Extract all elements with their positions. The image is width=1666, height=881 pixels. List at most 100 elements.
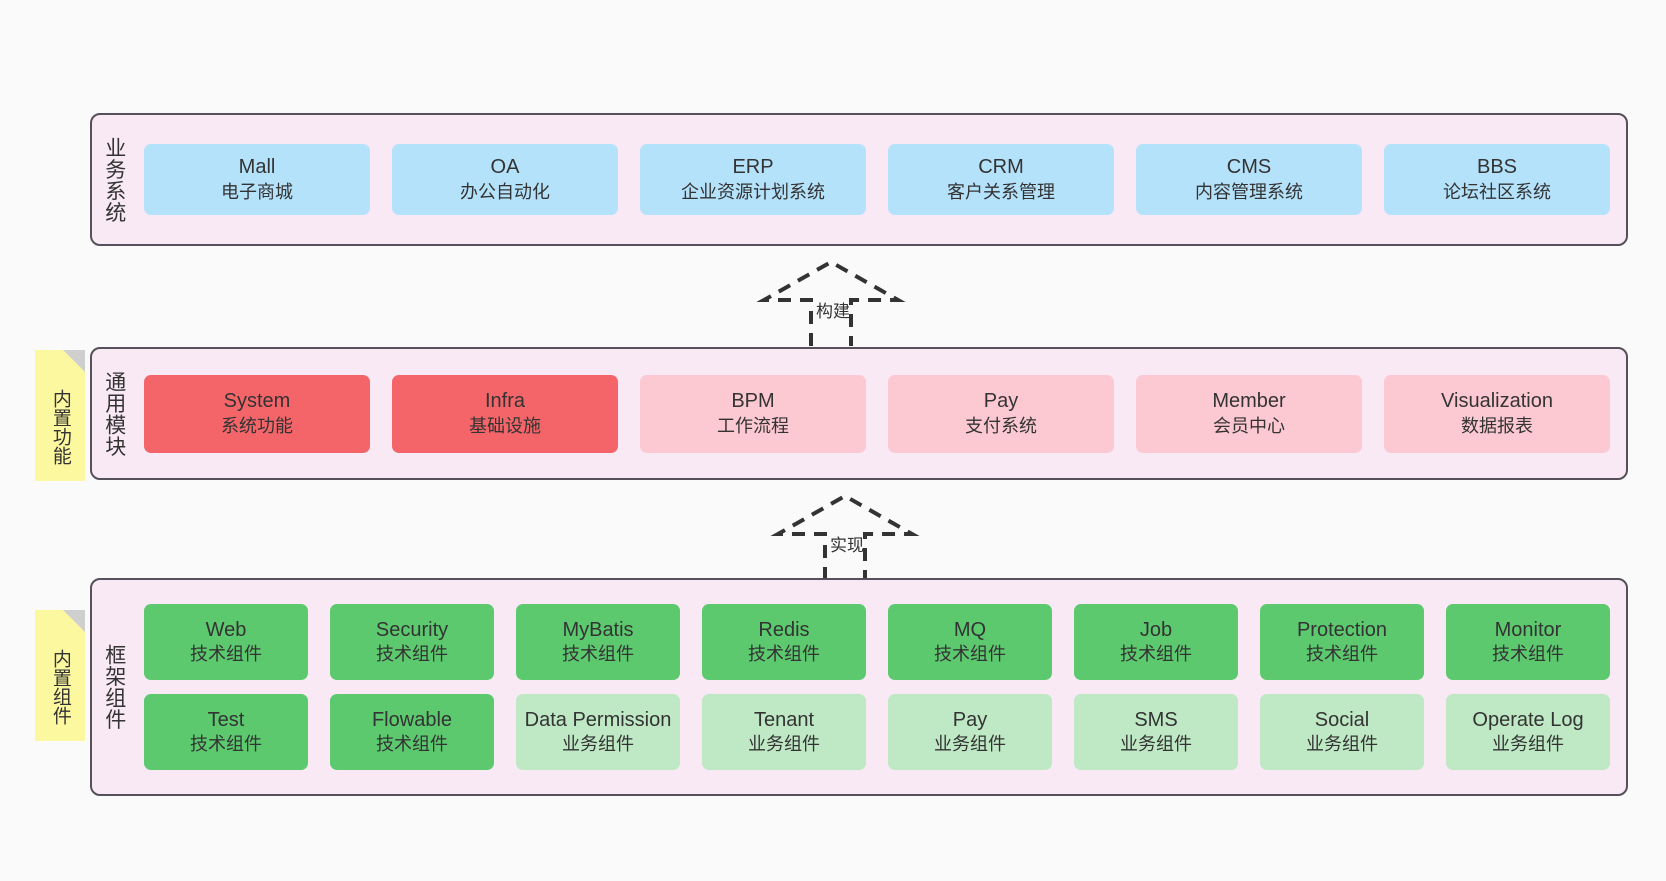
card-title-cn: 技术组件 [934, 644, 1006, 665]
card-title-en: Pay [983, 390, 1019, 413]
card-title-cn: 电子商城 [221, 181, 293, 202]
card-job[interactable]: Job 技术组件 [1074, 604, 1238, 680]
card-title-cn: 业务组件 [1120, 734, 1192, 755]
card-title-en: OA [490, 156, 520, 179]
card-operate-log[interactable]: Operate Log 业务组件 [1446, 694, 1610, 770]
card-title-en: Pay [952, 708, 988, 731]
card-title-cn: 技术组件 [376, 644, 448, 665]
card-title-en: CRM [978, 156, 1024, 179]
card-title-en: Job [1139, 618, 1173, 641]
card-title-en: Member [1212, 390, 1286, 413]
card-title-cn: 技术组件 [562, 644, 634, 665]
card-pay[interactable]: Pay 支付系统 [888, 374, 1114, 453]
card-title-en: Test [207, 708, 245, 731]
card-protection[interactable]: Protection 技术组件 [1260, 604, 1424, 680]
card-title-cn: 会员中心 [1213, 415, 1285, 436]
card-title-cn: 业务组件 [934, 734, 1006, 755]
card-redis[interactable]: Redis 技术组件 [702, 604, 866, 680]
card-title-cn: 数据报表 [1461, 415, 1533, 436]
layer-title-business: 业务系统 [102, 136, 126, 223]
sticky-fold-icon [63, 610, 85, 632]
connector-implement: 实现 [770, 492, 920, 582]
card-title-en: System [223, 390, 291, 413]
sticky-fold-icon [63, 350, 85, 372]
card-web[interactable]: Web 技术组件 [144, 604, 308, 680]
card-cms[interactable]: CMS 内容管理系统 [1136, 144, 1362, 215]
card-title-cn: 内容管理系统 [1195, 181, 1303, 202]
card-title-cn: 技术组件 [376, 734, 448, 755]
card-mall[interactable]: Mall 电子商城 [144, 144, 370, 215]
card-tenant[interactable]: Tenant 业务组件 [702, 694, 866, 770]
card-system[interactable]: System 系统功能 [144, 374, 370, 453]
sticky-note-builtin-components: 内置组件 [35, 610, 85, 741]
card-member[interactable]: Member 会员中心 [1136, 374, 1362, 453]
card-title-en: Infra [484, 390, 526, 413]
card-title-en: BBS [1476, 156, 1518, 179]
card-mq[interactable]: MQ 技术组件 [888, 604, 1052, 680]
card-bbs[interactable]: BBS 论坛社区系统 [1384, 144, 1610, 215]
card-title-en: SMS [1134, 708, 1178, 731]
card-title-en: Operate Log [1472, 708, 1584, 731]
card-flowable[interactable]: Flowable 技术组件 [330, 694, 494, 770]
card-visualization[interactable]: Visualization 数据报表 [1384, 374, 1610, 453]
card-monitor[interactable]: Monitor 技术组件 [1446, 604, 1610, 680]
card-mybatis[interactable]: MyBatis 技术组件 [516, 604, 680, 680]
connector-label-build: 构建 [816, 302, 850, 321]
card-title-en: Web [205, 618, 247, 641]
card-title-cn: 办公自动化 [460, 181, 550, 202]
card-title-en: Social [1314, 708, 1370, 731]
layer-common-module[interactable]: 通用模块 System 系统功能 Infra 基础设施 BPM 工作流程 Pay… [90, 347, 1628, 480]
card-oa[interactable]: OA 办公自动化 [392, 144, 618, 215]
card-title-en: Tenant [753, 708, 815, 731]
card-title-en: Security [375, 618, 449, 641]
card-title-en: Flowable [371, 708, 453, 731]
card-title-cn: 技术组件 [748, 644, 820, 665]
card-title-en: Redis [758, 618, 810, 641]
card-test[interactable]: Test 技术组件 [144, 694, 308, 770]
card-title-en: ERP [732, 156, 774, 179]
layer-body-business: Mall 电子商城 OA 办公自动化 ERP 企业资源计划系统 CRM 客户关系… [136, 115, 1626, 244]
card-title-cn: 业务组件 [1306, 734, 1378, 755]
card-crm[interactable]: CRM 客户关系管理 [888, 144, 1114, 215]
card-title-en: Monitor [1494, 618, 1562, 641]
card-title-cn: 企业资源计划系统 [681, 181, 825, 202]
card-title-cn: 客户关系管理 [947, 181, 1055, 202]
card-bpm[interactable]: BPM 工作流程 [640, 374, 866, 453]
card-data-permission[interactable]: Data Permission 业务组件 [516, 694, 680, 770]
card-title-en: Mall [238, 156, 276, 179]
card-sms[interactable]: SMS 业务组件 [1074, 694, 1238, 770]
card-pay-business[interactable]: Pay 业务组件 [888, 694, 1052, 770]
sticky-note-builtin-features: 内置功能 [35, 350, 85, 481]
card-title-cn: 论坛社区系统 [1443, 181, 1551, 202]
card-title-cn: 系统功能 [221, 415, 293, 436]
card-title-cn: 技术组件 [1120, 644, 1192, 665]
card-title-en: Protection [1296, 618, 1388, 641]
card-title-en: MyBatis [562, 618, 634, 641]
layer-body-common: System 系统功能 Infra 基础设施 BPM 工作流程 Pay 支付系统… [136, 349, 1626, 478]
layer-title-framework: 框架组件 [102, 644, 126, 730]
card-title-cn: 技术组件 [190, 644, 262, 665]
card-social[interactable]: Social 业务组件 [1260, 694, 1424, 770]
layer-framework-component[interactable]: 框架组件 Web 技术组件 Security 技术组件 MyBatis 技术组件… [90, 578, 1628, 796]
card-title-en: Visualization [1441, 390, 1553, 413]
card-title-en: Data Permission [524, 708, 672, 731]
card-row: System 系统功能 Infra 基础设施 BPM 工作流程 Pay 支付系统… [144, 374, 1610, 453]
card-title-en: MQ [953, 618, 987, 641]
card-erp[interactable]: ERP 企业资源计划系统 [640, 144, 866, 215]
sticky-label: 内置组件 [49, 648, 71, 725]
card-infra[interactable]: Infra 基础设施 [392, 374, 618, 453]
card-title-en: CMS [1226, 156, 1272, 179]
card-title-cn: 工作流程 [717, 415, 789, 436]
card-title-cn: 业务组件 [562, 734, 634, 755]
layer-business-system[interactable]: 业务系统 Mall 电子商城 OA 办公自动化 ERP 企业资源计划系统 CRM… [90, 113, 1628, 246]
card-title-cn: 业务组件 [1492, 734, 1564, 755]
card-row: Mall 电子商城 OA 办公自动化 ERP 企业资源计划系统 CRM 客户关系… [144, 144, 1610, 215]
connector-build: 构建 [756, 258, 906, 348]
card-title-cn: 支付系统 [965, 415, 1037, 436]
card-title-en: BPM [731, 390, 775, 413]
layer-title-common: 通用模块 [102, 370, 126, 457]
connector-label-implement: 实现 [830, 536, 864, 555]
card-title-cn: 业务组件 [748, 734, 820, 755]
card-security[interactable]: Security 技术组件 [330, 604, 494, 680]
